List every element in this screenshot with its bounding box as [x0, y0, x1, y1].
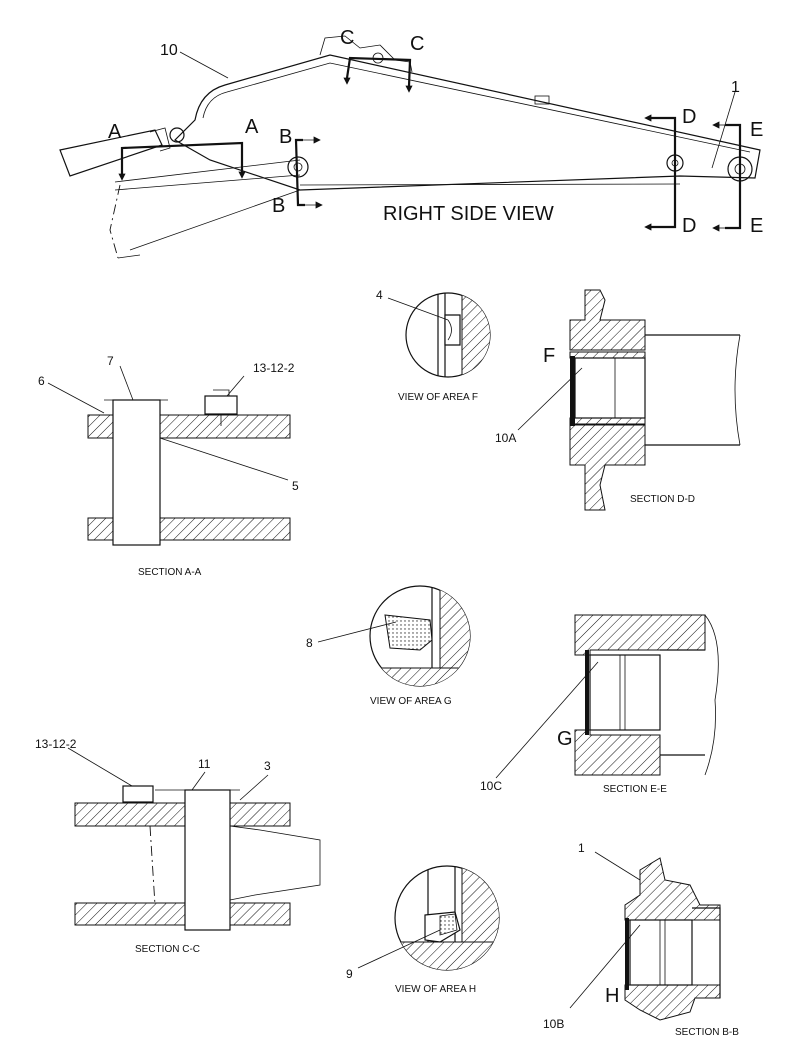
boom-side-view: [59, 35, 761, 259]
cut-label-d-bottom: D: [682, 215, 696, 237]
view-area-f: [387, 292, 491, 378]
section-cc: [67, 747, 321, 931]
cut-label-c-right: C: [410, 33, 424, 55]
callout-3: 3: [264, 759, 271, 773]
caption-section-aa: SECTION A-A: [138, 567, 202, 578]
area-label-f: F: [543, 345, 555, 367]
cut-label-b-top: B: [279, 126, 292, 148]
caption-view-f: VIEW OF AREA F: [398, 392, 478, 403]
callout-10: 10: [160, 42, 178, 59]
cut-label-a-right: A: [245, 116, 259, 138]
cut-label-c-left: C: [340, 27, 354, 49]
callout-1-bb: 1: [578, 841, 585, 855]
area-label-g: G: [557, 728, 573, 750]
caption-section-dd: SECTION D-D: [630, 494, 695, 505]
caption-view-h: VIEW OF AREA H: [395, 984, 476, 995]
callout-1-side: 1: [731, 79, 740, 96]
callout-bolt-aa: 13-12-2: [253, 361, 295, 375]
callout-9: 9: [346, 967, 353, 981]
cut-label-e-bottom: E: [750, 215, 763, 237]
callout-4: 4: [376, 288, 383, 302]
callout-10c: 10C: [480, 779, 502, 793]
callout-5: 5: [292, 479, 299, 493]
callout-10a: 10A: [495, 431, 516, 445]
section-bb: [569, 851, 721, 1021]
cut-label-b-bottom: B: [272, 195, 285, 217]
section-dd: [517, 289, 741, 511]
caption-view-g: VIEW OF AREA G: [370, 696, 452, 707]
area-label-h: H: [605, 985, 619, 1007]
caption-section-bb: SECTION B-B: [675, 1027, 739, 1038]
caption-section-ee: SECTION E-E: [603, 784, 667, 795]
callout-11: 11: [198, 757, 211, 771]
view-title: RIGHT SIDE VIEW: [383, 203, 554, 225]
callout-8: 8: [306, 636, 313, 650]
cut-label-e-top: E: [750, 119, 763, 141]
view-area-g: [317, 585, 471, 687]
cut-label-d-top: D: [682, 106, 696, 128]
section-aa: [47, 365, 291, 546]
view-area-h: [357, 865, 500, 971]
callout-6: 6: [38, 374, 45, 388]
callout-bolt-cc: 13-12-2: [35, 737, 77, 751]
section-ee: [495, 614, 719, 779]
caption-section-cc: SECTION C-C: [135, 944, 200, 955]
callout-10b: 10B: [543, 1017, 564, 1031]
callout-7: 7: [107, 354, 114, 368]
cut-label-a-left: A: [108, 121, 122, 143]
